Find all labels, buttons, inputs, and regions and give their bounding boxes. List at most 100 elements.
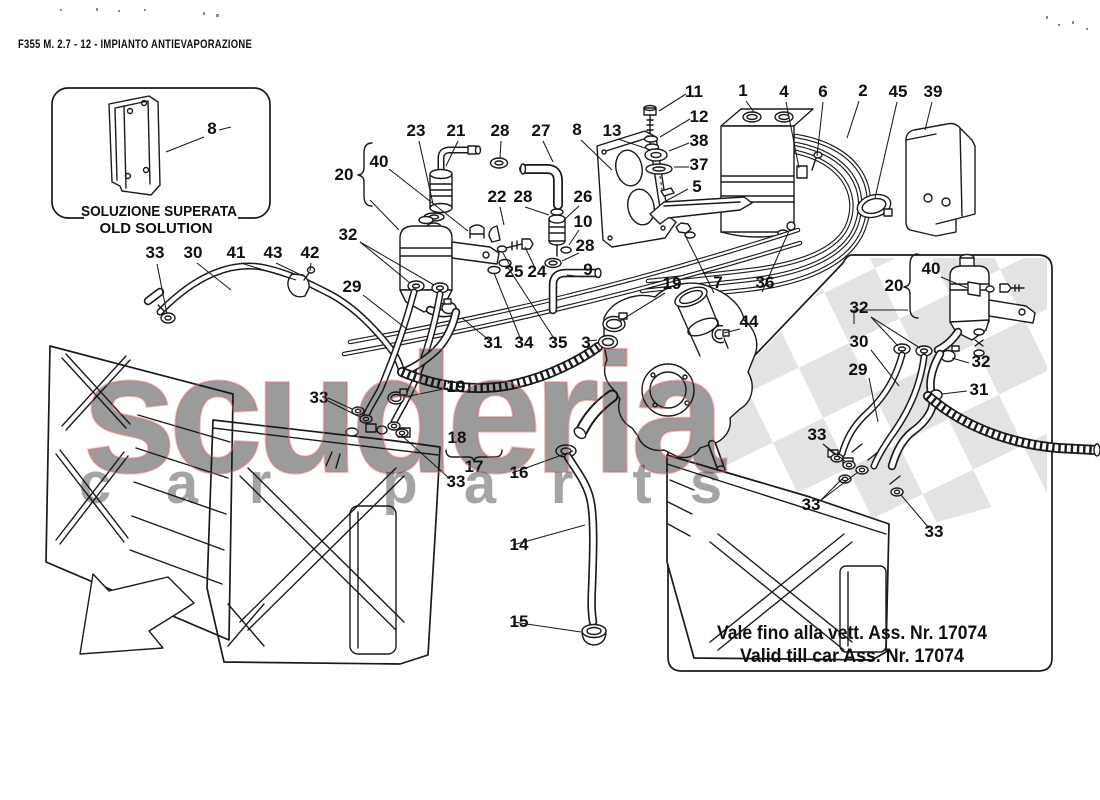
corrugated-hose bbox=[397, 342, 603, 393]
callout-label: 14 bbox=[510, 535, 529, 554]
callout-label: 36 bbox=[756, 273, 775, 292]
drain-tube bbox=[555, 444, 607, 646]
leader-lines bbox=[156, 93, 970, 633]
callout-label: 33 bbox=[447, 472, 466, 491]
callout-label: 34 bbox=[515, 333, 534, 352]
callout-label: 38 bbox=[690, 131, 709, 150]
vapor-separator-left bbox=[399, 215, 534, 318]
watermark-letter: c bbox=[79, 451, 111, 516]
callout-label: 43 bbox=[264, 243, 283, 262]
clamp-ring bbox=[856, 193, 893, 219]
validity-note-en: Valid till car Ass. Nr. 17074 bbox=[740, 646, 964, 667]
callout-label: 24 bbox=[528, 262, 547, 281]
callout-label: 37 bbox=[690, 155, 709, 174]
watermark-letter: s bbox=[690, 451, 722, 516]
callout-label: 5 bbox=[692, 177, 701, 196]
callout-label: 28 bbox=[576, 236, 595, 255]
callout-label: 42 bbox=[301, 243, 320, 262]
watermark-word: scuderia bbox=[82, 319, 727, 509]
callout-label: 2 bbox=[858, 81, 867, 100]
watermark-letter: r bbox=[551, 451, 574, 516]
watermark-letter: t bbox=[632, 451, 651, 516]
callout-label: 6 bbox=[818, 82, 827, 101]
fuel-tank-right bbox=[666, 454, 890, 661]
validity-box bbox=[667, 254, 1053, 672]
watermark-letter: a bbox=[464, 451, 497, 516]
check-valve-chain bbox=[489, 157, 602, 315]
old-solution-label-it: SOLUZIONE SUPERATA bbox=[81, 203, 237, 220]
callout-label: 8 bbox=[572, 120, 581, 139]
callout-label: 40 bbox=[370, 152, 389, 171]
old-solution-box bbox=[51, 87, 271, 222]
old-solution-label-en: OLD SOLUTION bbox=[100, 220, 213, 237]
watermark-letter: r bbox=[249, 451, 272, 516]
callout-label: 39 bbox=[924, 82, 943, 101]
callout-label: 35 bbox=[549, 333, 568, 352]
callout-label: 8 bbox=[207, 119, 216, 138]
callout-label: 19 bbox=[663, 274, 682, 293]
callout-label: 26 bbox=[574, 187, 593, 206]
fuel-tank-left-panel bbox=[45, 345, 234, 641]
callout-label: 13 bbox=[603, 121, 622, 140]
callout-label: 21 bbox=[447, 121, 466, 140]
callout-label: 18 bbox=[448, 428, 467, 447]
callout-label: 45 bbox=[889, 82, 908, 101]
callout-label: 33 bbox=[146, 243, 165, 262]
callout-label: 29 bbox=[849, 360, 868, 379]
callout-label: 23 bbox=[407, 121, 426, 140]
callout-label: 33 bbox=[802, 495, 821, 514]
callout-label: 32 bbox=[850, 298, 869, 317]
callout-label: 16 bbox=[510, 463, 529, 482]
callout-label: 4 bbox=[779, 82, 789, 101]
callout-label: 33 bbox=[925, 522, 944, 541]
callout-label: 32 bbox=[972, 352, 991, 371]
cover-shield bbox=[905, 122, 976, 237]
mounting-plate bbox=[596, 130, 677, 248]
plate-hardware-stack bbox=[643, 104, 673, 191]
callout-label: 22 bbox=[488, 187, 507, 206]
callout-label: 44 bbox=[740, 312, 759, 331]
callout-label: 25 bbox=[505, 262, 524, 281]
callout-label: 7 bbox=[713, 273, 722, 292]
callout-label: 31 bbox=[484, 333, 503, 352]
scan-specks bbox=[60, 8, 1088, 30]
callout-label: 32 bbox=[339, 225, 358, 244]
tank-vent-hoses-left bbox=[351, 288, 461, 438]
callout-label: 33 bbox=[808, 425, 827, 444]
callout-label: 33 bbox=[310, 388, 329, 407]
callout-label: 15 bbox=[510, 612, 529, 631]
stay-rod bbox=[649, 187, 753, 239]
tank-vent-hoses-right bbox=[827, 349, 1100, 497]
callout-label: 29 bbox=[343, 277, 362, 296]
callout-label: 28 bbox=[491, 121, 510, 140]
brace-group-17 bbox=[445, 449, 503, 463]
callout-labels: 8 23 21 28 27 8 13 11 12 38 37 5 1 4 6 2… bbox=[146, 81, 991, 631]
vapor-filter bbox=[423, 145, 482, 230]
watermark-letter: a bbox=[166, 451, 199, 516]
old-bracket-part bbox=[108, 95, 161, 196]
callout-label: 28 bbox=[514, 187, 533, 206]
callout-label: 30 bbox=[184, 243, 203, 262]
callout-label: 1 bbox=[738, 81, 747, 100]
watermark-letter: p bbox=[382, 451, 417, 516]
callout-label: 9 bbox=[583, 260, 592, 279]
callout-label: 30 bbox=[850, 332, 869, 351]
validity-note-it: Vale fino alla vett. Ass. Nr. 17074 bbox=[717, 623, 987, 644]
callout-label: 41 bbox=[227, 243, 246, 262]
callout-label: 31 bbox=[970, 380, 989, 399]
callout-label: 17 bbox=[465, 457, 484, 476]
callout-label: 27 bbox=[532, 121, 551, 140]
callout-label: 40 bbox=[922, 259, 941, 278]
brace-group-20-left bbox=[357, 142, 373, 207]
watermark-subword: c a r p a r t s bbox=[79, 451, 722, 516]
callout-label: 12 bbox=[690, 107, 709, 126]
vapor-separator-right bbox=[893, 253, 1036, 363]
callout-label: 10 bbox=[574, 212, 593, 231]
callout-label: 19 bbox=[447, 377, 466, 396]
watermark: scuderia c a r p a r t s bbox=[79, 318, 736, 516]
page-title: F355 M. 2.7 - 12 - IMPIANTO ANTIEVAPORAZ… bbox=[18, 39, 252, 51]
callout-label: 3 bbox=[581, 333, 590, 352]
callout-label: 20 bbox=[885, 276, 904, 295]
callout-label: 20 bbox=[335, 165, 354, 184]
